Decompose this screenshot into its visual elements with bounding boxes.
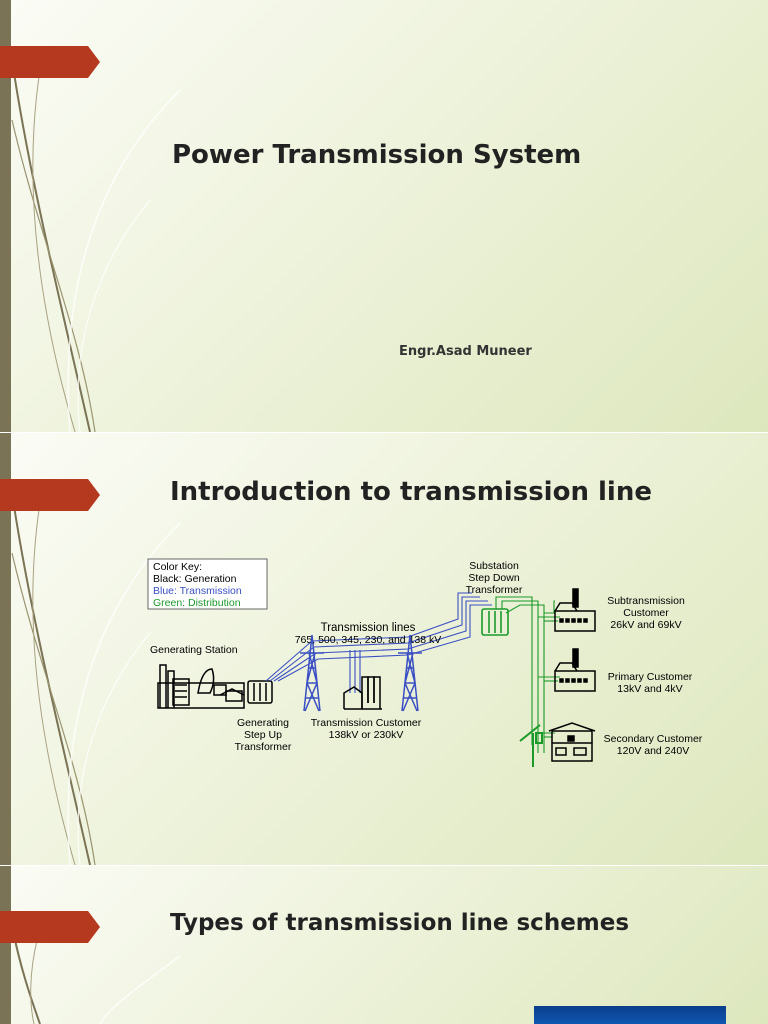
- secondary-customer-label: Secondary Customer: [604, 733, 703, 745]
- subtransmission-customer-label-1: Subtransmission: [607, 595, 685, 607]
- decorative-swirl: [11, 59, 180, 432]
- primary-customer-voltage: 13kV and 4kV: [617, 683, 682, 695]
- slide-subtitle: Engr.Asad Muneer: [399, 344, 532, 359]
- transmission-tower-icon: [398, 634, 422, 712]
- slide-marker-arrow: [0, 911, 100, 943]
- transmission-voltages-label: 765, 500, 345, 230, and 138 kV: [295, 634, 442, 646]
- color-key-blue: Blue: Transmission: [153, 585, 242, 597]
- subtransmission-customer-icon: [554, 588, 596, 632]
- substation-label-1: Substation: [469, 560, 519, 572]
- substation-label-2: Step Down: [468, 572, 520, 584]
- slide-2: Introduction to transmission line Color …: [0, 433, 768, 865]
- transmission-lines-label: Transmission lines: [321, 622, 416, 634]
- primary-customer-icon: [554, 648, 596, 692]
- slide-marker-arrow: [0, 46, 100, 78]
- slide-left-bar: [0, 0, 11, 432]
- slide-3: Types of transmission line schemes: [0, 866, 768, 1024]
- slide-1: Power Transmission System Engr.Asad Mune…: [0, 0, 768, 432]
- color-key-black: Black: Generation: [153, 573, 237, 585]
- slide-left-bar: [0, 433, 11, 865]
- step-up-transformer-label-1: Generating: [237, 717, 289, 729]
- secondary-customer-voltage: 120V and 240V: [617, 745, 689, 757]
- primary-customer-label: Primary Customer: [608, 671, 693, 683]
- slide-left-bar: [0, 866, 11, 1024]
- decorative-swirl: [11, 925, 180, 1024]
- distribution-lines: [495, 596, 560, 753]
- subtransmission-customer-voltage: 26kV and 69kV: [610, 619, 681, 631]
- transmission-customer-factory-icon: [343, 676, 382, 710]
- distribution-pole-icon: [519, 724, 543, 767]
- slide-title: Power Transmission System: [172, 140, 582, 170]
- step-up-transformer-label-3: Transformer: [235, 741, 292, 753]
- step-up-transformer-label-2: Step Up: [244, 729, 282, 741]
- transmission-photo: [534, 1006, 726, 1024]
- color-key: Color Key: Black: Generation Blue: Trans…: [147, 558, 268, 610]
- color-key-heading: Color Key:: [153, 561, 202, 573]
- subtransmission-customer-label-2: Customer: [623, 607, 669, 619]
- color-key-green: Green: Distribution: [153, 597, 241, 609]
- generating-station-icon: [157, 664, 245, 709]
- step-down-transformer-icon: [481, 608, 509, 636]
- step-up-transformer-icon: [219, 680, 273, 704]
- transmission-tower-icon: [300, 634, 324, 712]
- slide-title: Introduction to transmission line: [170, 477, 652, 507]
- generating-station-label: Generating Station: [150, 644, 238, 656]
- substation-label-3: Transformer: [466, 584, 523, 596]
- transmission-customer-voltage: 138kV or 230kV: [329, 729, 404, 741]
- transmission-customer-label: Transmission Customer: [311, 717, 422, 729]
- decorative-swirl: [11, 492, 180, 865]
- slide-title: Types of transmission line schemes: [170, 910, 630, 936]
- secondary-customer-house-icon: [548, 722, 596, 762]
- slide-marker-arrow: [0, 479, 100, 511]
- power-grid-diagram: Color Key: Black: Generation Blue: Trans…: [147, 558, 703, 767]
